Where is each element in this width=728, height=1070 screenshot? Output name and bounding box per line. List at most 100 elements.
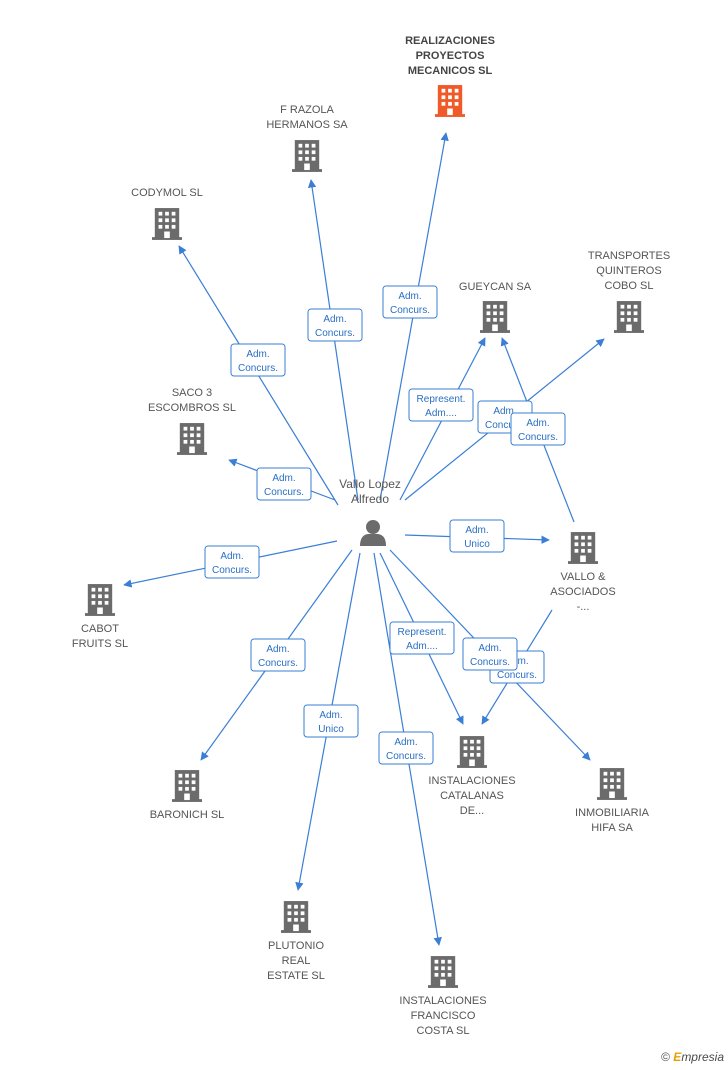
company-node-codymol[interactable]: CODYMOL SL xyxy=(131,187,203,240)
building-icon xyxy=(152,208,182,240)
edge-label-codymol[interactable]: Adm. Concurs. xyxy=(230,343,286,377)
company-node-hifa[interactable]: INMOBILIARIA HIFA SA xyxy=(575,768,650,834)
building-icon xyxy=(172,770,202,802)
edge-label-baronich[interactable]: Adm.Concurs. xyxy=(250,638,306,672)
nodes-layer: REALIZACIONES PROYECTOS MECANICOS SL F RAZO… xyxy=(72,35,670,1037)
edge-label-text: Adm. xyxy=(272,473,295,484)
company-label: F RAZOLA xyxy=(280,104,334,116)
edge-label-text: Adm. xyxy=(465,525,488,536)
company-label: VALLO & xyxy=(560,571,606,583)
edge-label-text: Adm. xyxy=(478,643,501,654)
edge-label-text: Adm. xyxy=(493,406,516,417)
edge-label-box xyxy=(204,545,260,579)
edge-label-text: Concurs. xyxy=(258,658,298,669)
company-label: COSTA SL xyxy=(417,1025,470,1037)
edge-label-text: Concurs. xyxy=(390,305,430,316)
edge-label-text: Concurs. xyxy=(264,487,304,498)
edge-label-saco3[interactable]: Adm. Concurs. xyxy=(256,467,312,501)
company-node-frazola[interactable]: F RAZOLA HERMANOS SA xyxy=(266,104,348,172)
person-icon xyxy=(360,520,386,546)
copyright-icon: © xyxy=(661,1050,670,1064)
company-label: INMOBILIARIA xyxy=(575,807,650,819)
company-label: SACO 3 xyxy=(172,387,212,399)
company-label: ASOCIADOS xyxy=(550,586,615,598)
company-label: REALIZACIONES xyxy=(405,35,495,47)
company-node-vallo[interactable]: VALLO & ASOCIADOS -... xyxy=(550,532,616,613)
edge-label-vallo[interactable]: Adm. Unico xyxy=(449,519,505,553)
company-node-saco3[interactable]: SACO 3 ESCOMBROS SL xyxy=(148,387,236,455)
company-label: REAL xyxy=(282,955,311,967)
edge-label-text: Unico xyxy=(318,724,344,735)
edge-label-box xyxy=(307,308,363,342)
edge-label-text: Concurs. xyxy=(238,363,278,374)
edge-label-realizaciones[interactable]: Adm.Concurs. xyxy=(382,285,438,319)
building-icon xyxy=(597,768,627,800)
company-label: HIFA SA xyxy=(591,822,633,834)
edge-label-text: Represent. xyxy=(398,627,447,638)
company-node-realizaciones[interactable]: REALIZACIONES PROYECTOS MECANICOS SL xyxy=(405,35,495,117)
building-icon xyxy=(177,423,207,455)
edge-label-gueycan[interactable]: Adm. Concurs. xyxy=(510,412,566,446)
edge-label-text: Adm. xyxy=(323,314,346,325)
building-icon xyxy=(614,301,644,333)
edge-label-text: Concurs. xyxy=(485,420,525,431)
edge-label-gueycan[interactable]: Represent.Adm.... xyxy=(408,388,474,422)
company-label: HERMANOS SA xyxy=(266,119,348,131)
company-label: CATALANAS xyxy=(440,790,504,802)
edge-label-box xyxy=(389,621,455,655)
edge-label-hifa[interactable]: Adm. Concurs. xyxy=(462,637,518,671)
edge-label-text: Unico xyxy=(464,539,490,550)
edge-label-text: Adm. xyxy=(220,551,243,562)
footer-brand: © Empresia xyxy=(661,1050,724,1064)
edge-label-box xyxy=(250,638,306,672)
company-node-gueycan[interactable]: GUEYCAN SA xyxy=(459,281,532,333)
company-label: TRANSPORTES xyxy=(588,250,670,262)
company-label: COBO SL xyxy=(605,280,654,292)
company-label: ESCOMBROS SL xyxy=(148,402,236,414)
company-node-baronich[interactable]: BARONICH SL xyxy=(150,770,225,821)
edge-label-box xyxy=(256,467,312,501)
edge-label-text: Concurs. xyxy=(386,751,426,762)
edge-label-text: Adm.... xyxy=(406,641,438,652)
company-node-instcat[interactable]: INSTALACIONESCATALANASDE... xyxy=(428,736,516,817)
brand-logo-e: E xyxy=(673,1050,682,1064)
edge-labels-layer: Adm.Concurs.Adm.Concurs.Adm.Concurs.Adm.… xyxy=(204,285,566,765)
edge-label-instfran[interactable]: Adm.Concurs. xyxy=(378,731,434,765)
company-label: QUINTEROS xyxy=(596,265,661,277)
edge-label-instcat[interactable]: Represent. Adm.... xyxy=(389,621,455,655)
edge-label-box xyxy=(230,343,286,377)
company-label: ESTATE SL xyxy=(267,970,325,982)
edge-label-box xyxy=(303,704,359,738)
company-label: FRUITS SL xyxy=(72,638,128,650)
company-label: CODYMOL SL xyxy=(131,187,203,199)
building-icon xyxy=(435,85,465,117)
company-label: MECANICOS SL xyxy=(408,65,493,77)
brand-logo-text: mpresia xyxy=(681,1050,724,1064)
edge-label-box xyxy=(462,637,518,671)
edge-label-text: Concurs. xyxy=(470,657,510,668)
building-icon xyxy=(85,584,115,616)
person-name-label: Alfredo xyxy=(351,492,389,506)
company-label: INSTALACIONES xyxy=(399,995,486,1007)
edge-label-text: Adm. xyxy=(246,349,269,360)
company-label: -... xyxy=(577,601,590,613)
building-icon xyxy=(568,532,598,564)
edge-label-box xyxy=(510,412,566,446)
edge-label-text: Concurs. xyxy=(518,432,558,443)
company-label: GUEYCAN SA xyxy=(459,281,532,293)
company-label: PROYECTOS xyxy=(416,50,485,62)
edge-label-frazola[interactable]: Adm.Concurs. xyxy=(307,308,363,342)
edge-label-cabot[interactable]: Adm.Concurs. xyxy=(204,545,260,579)
person-name-label: Vallo Lopez xyxy=(339,477,401,491)
edge-label-text: Adm. xyxy=(526,418,549,429)
edge-label-plutonio[interactable]: Adm.Unico xyxy=(303,704,359,738)
company-label: INSTALACIONES xyxy=(428,775,515,787)
company-label: BARONICH SL xyxy=(150,809,225,821)
company-node-transportes[interactable]: TRANSPORTES QUINTEROS COBO SL xyxy=(588,250,670,333)
edge-label-text: Represent. xyxy=(417,394,466,405)
